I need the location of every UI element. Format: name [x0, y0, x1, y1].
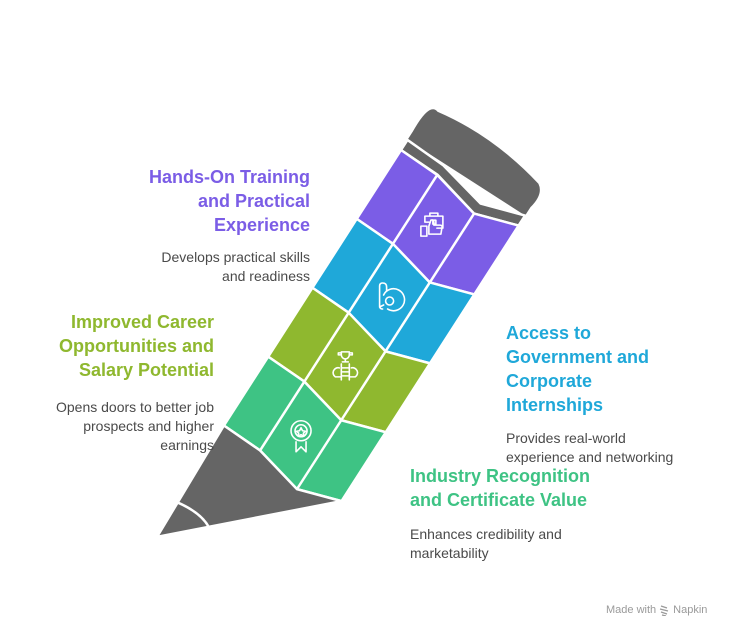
band-divider — [428, 212, 476, 284]
band-divider — [384, 281, 431, 353]
description-line: Opens doors to better job — [56, 399, 214, 415]
trophy-ladder-icon — [332, 351, 359, 381]
title-line: Improved Career — [70, 312, 214, 332]
title-line: Corporate — [506, 371, 593, 391]
band-divider — [295, 419, 343, 490]
footer-attribution[interactable]: Made with Napkin — [606, 604, 707, 616]
band-divider — [340, 350, 387, 421]
title-line: and Certificate Value — [410, 490, 588, 510]
pencil-eraser — [407, 109, 540, 216]
description-line: experience and networking — [506, 449, 674, 465]
description-line: prospects and higher — [83, 418, 214, 434]
band-divider — [259, 380, 306, 452]
briefcase-thumbs-up-icon — [420, 212, 444, 237]
title-line: and Practical — [197, 191, 310, 211]
pencil-tip-arc — [176, 501, 214, 540]
title-line: Industry Recognition — [410, 466, 590, 486]
title-line: Government and — [506, 347, 650, 367]
band-divider — [303, 312, 350, 383]
band-divider — [391, 174, 439, 245]
title-line: Hands-On Training — [148, 167, 310, 187]
description-line: marketability — [410, 545, 489, 561]
item-title-hands-on-training: Hands-On Training and Practical Experien… — [100, 165, 310, 237]
item-description-hands-on-training: Develops practical skills and readiness — [110, 248, 310, 286]
description-line: Provides real-world — [506, 430, 626, 446]
title-line: Internships — [506, 395, 604, 415]
handshake-globe-icon — [378, 282, 406, 312]
item-description-career-opportunities: Opens doors to better job prospects and … — [20, 398, 214, 455]
title-line: Experience — [213, 215, 310, 235]
description-line: Enhances credibility and — [410, 526, 562, 542]
item-title-career-opportunities: Improved Career Opportunities and Salary… — [20, 310, 214, 382]
description-line: earnings — [160, 437, 214, 453]
napkin-logo-icon — [659, 604, 669, 616]
made-with-label: Made with — [606, 604, 657, 616]
item-title-industry-recognition: Industry Recognition and Certificate Val… — [410, 464, 670, 512]
title-line: Salary Potential — [78, 360, 214, 380]
title-line: Access to — [506, 323, 592, 343]
pencil-tip — [155, 424, 343, 539]
description-line: Develops practical skills — [161, 249, 310, 265]
band-divider — [347, 243, 394, 314]
item-description-internships: Provides real-world experience and netwo… — [506, 429, 706, 467]
award-ribbon-icon — [290, 419, 312, 453]
title-line: Opportunities and — [59, 336, 214, 356]
item-title-internships: Access to Government and Corporate Inter… — [506, 321, 706, 417]
description-line: and readiness — [222, 268, 310, 284]
item-description-industry-recognition: Enhances credibility and marketability — [410, 525, 630, 563]
napkin-brand-label: Napkin — [673, 604, 708, 616]
